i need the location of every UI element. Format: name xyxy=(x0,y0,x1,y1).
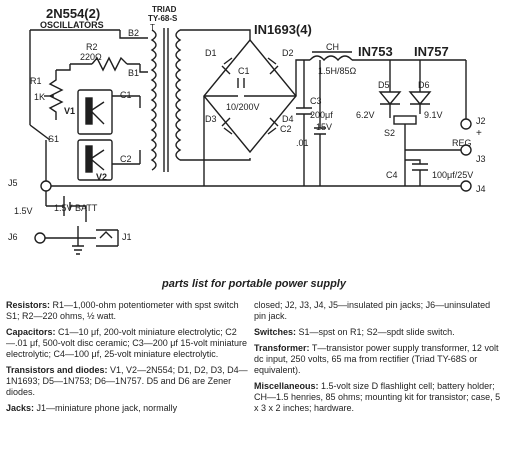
choke-value: 1.5H/85Ω xyxy=(318,66,357,76)
z1-voltage: 6.2V xyxy=(356,110,375,120)
d5-label: D5 xyxy=(378,80,390,90)
r2-label: R2 xyxy=(86,42,98,52)
parts-text: C1—10 μf, 200-volt miniature electrolyti… xyxy=(6,327,247,359)
r2-value: 220Ω xyxy=(80,52,102,62)
cap-c1-value: 10/200V xyxy=(226,102,260,112)
c3-value1: 200μf xyxy=(310,110,333,120)
parts-category: Miscellaneous: xyxy=(254,381,319,391)
c2-value: .01 xyxy=(296,138,309,148)
j5-jack xyxy=(40,180,52,192)
parts-category: Transistors and diodes: xyxy=(6,365,108,375)
c1-tap-label: C1 xyxy=(120,90,132,100)
parts-text: J1—miniature phone jack, normally xyxy=(36,403,178,413)
j3-jack xyxy=(460,144,472,156)
c4-capacitor xyxy=(405,159,428,186)
parts-category: Transformer: xyxy=(254,343,310,353)
ground xyxy=(72,226,84,255)
j2-jack xyxy=(460,118,472,130)
c1-capacitor xyxy=(237,78,245,88)
xfmr-name1-label: TRIAD xyxy=(152,5,177,14)
d3-label: D3 xyxy=(205,114,217,124)
b2-label: B2 xyxy=(128,28,139,38)
parts-list-item: Transformer: T—transistor power supply t… xyxy=(254,343,502,376)
r1-label: R1 xyxy=(30,76,42,86)
transformer-secondary xyxy=(175,29,182,161)
parts-list-item: Resistors: R1—1,000-ohm potentiometer wi… xyxy=(6,300,249,322)
c3-value2: 15V xyxy=(316,122,332,132)
d1-label: D1 xyxy=(205,48,217,58)
cap-c1-label: C1 xyxy=(238,66,250,76)
s1-label: S1 xyxy=(48,134,59,144)
osc-part-label: 2N554(2) xyxy=(46,6,100,21)
choke-label: CH xyxy=(326,42,339,52)
parts-text: V1, V2—2N554; D1, D2, D3, D4—1N1693; D5—… xyxy=(6,365,248,397)
choke xyxy=(309,55,353,62)
bridge-part-label: IN1693(4) xyxy=(254,22,312,37)
parts-list-item: Jacks: J1—miniature phone jack, normally xyxy=(6,403,249,414)
parts-category: Switches: xyxy=(254,327,297,337)
reg-label: REG xyxy=(452,138,472,148)
parts-category: Capacitors: xyxy=(6,327,56,337)
c2-tap-label: C2 xyxy=(120,154,132,164)
xfmr-name2-label: TY-68-S xyxy=(148,14,178,23)
parts-text: closed; J2, J3, J4, J5—insulated pin jac… xyxy=(254,300,491,321)
parts-list-left-column: Resistors: R1—1,000-ohm potentiometer wi… xyxy=(6,300,249,419)
battery-voltage-label: 1.5V xyxy=(14,206,33,216)
r1-potentiometer xyxy=(48,70,64,120)
parts-category: Jacks: xyxy=(6,403,35,413)
s2-switch xyxy=(393,115,417,125)
c3-label: C3 xyxy=(310,96,322,106)
parts-list-right-column: closed; J2, J3, J4, J5—insulated pin jac… xyxy=(254,300,502,419)
power-supply-schematic: 2N554(2) OSCILLATORS TRIAD TY-68-S T B2 … xyxy=(8,5,486,255)
j2-plus: + xyxy=(476,128,482,139)
parts-text: S1—spst on R1; S2—spdt slide switch. xyxy=(298,327,455,337)
v1-transistor xyxy=(77,89,113,135)
parts-list-item: Transistors and diodes: V1, V2—2N554; D1… xyxy=(6,365,249,398)
j4-jack xyxy=(460,180,472,192)
parts-list-item: closed; J2, J3, J4, J5—insulated pin jac… xyxy=(254,300,502,322)
xfmr-ref-label: T xyxy=(150,23,155,32)
parts-list-item: Capacitors: C1—10 μf, 200-volt miniature… xyxy=(6,327,249,360)
z2-voltage: 9.1V xyxy=(424,110,443,120)
v2-label: V2 xyxy=(96,172,107,182)
j3-label: J3 xyxy=(476,154,486,164)
j5-label: J5 xyxy=(8,178,18,188)
d4-label: D4 xyxy=(282,114,294,124)
j6-label: J6 xyxy=(8,232,18,242)
s1-switch xyxy=(29,124,51,141)
b1-label: B1 xyxy=(128,68,139,78)
v2-transistor xyxy=(77,139,113,181)
d2-label: D2 xyxy=(282,48,294,58)
v1-label: V1 xyxy=(64,106,75,116)
zener1-part-label: IN753 xyxy=(358,44,393,59)
c2-label: C2 xyxy=(280,124,292,134)
zener2-part-label: IN757 xyxy=(414,44,449,59)
c4-label: C4 xyxy=(386,170,398,180)
j2-label: J2 xyxy=(476,116,486,126)
c2-capacitor xyxy=(314,60,326,186)
osc-name-label: OSCILLATORS xyxy=(40,20,104,30)
battery-label: 1.5V BATT xyxy=(54,203,98,213)
parts-category: Resistors: xyxy=(6,300,51,310)
transformer-primary xyxy=(150,29,157,171)
c3-capacitor xyxy=(296,60,312,186)
parts-list-title: parts list for portable power supply xyxy=(162,278,346,290)
parts-text: R1—1,000-ohm potentiometer with spst swi… xyxy=(6,300,239,321)
j6-jack xyxy=(34,232,46,244)
r2-resistor xyxy=(91,56,128,72)
j4-label: J4 xyxy=(476,184,486,194)
parts-list-item: Switches: S1—spst on R1; S2—spdt slide s… xyxy=(254,327,502,338)
c4-value: 100μf/25V xyxy=(432,170,473,180)
bridge-rectifier xyxy=(203,38,297,154)
j1-label: J1 xyxy=(122,232,132,242)
parts-list-item: Miscellaneous: 1.5-volt size D flashligh… xyxy=(254,381,502,414)
parts-text: 1.5-volt size D flashlight cell; battery… xyxy=(254,381,501,413)
r1-value: 1K xyxy=(34,92,45,102)
s2-label: S2 xyxy=(384,128,395,138)
d6-label: D6 xyxy=(418,80,430,90)
parts-text: T—transistor power supply transformer, 1… xyxy=(254,343,499,375)
